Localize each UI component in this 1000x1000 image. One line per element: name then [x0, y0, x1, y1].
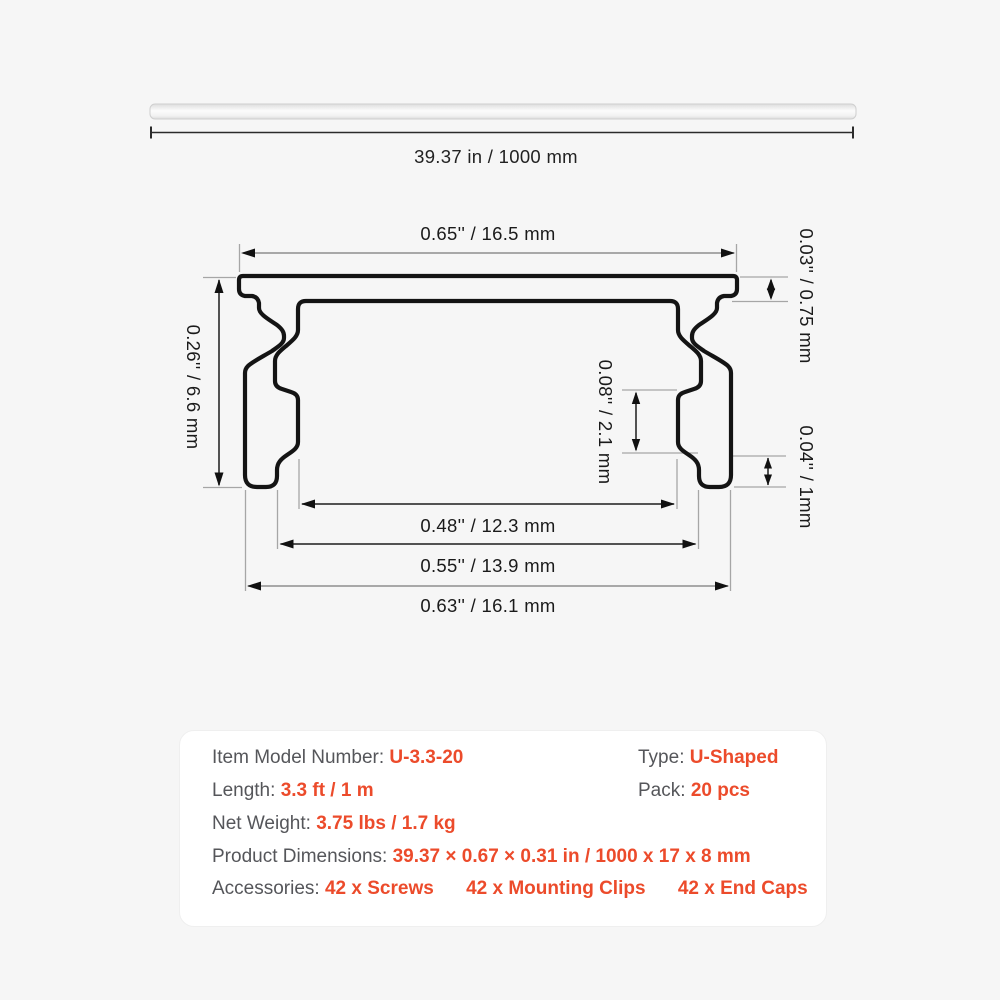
foot-height-label: 0.04'' / 1mm [796, 425, 817, 528]
spec-row-accessories: Accessories: 42 x Screws 42 x Mounting C… [212, 877, 808, 901]
inner-width-label: 0.48'' / 12.3 mm [420, 515, 555, 536]
plate-thickness-label: 0.03'' / 0.75 mm [796, 228, 817, 363]
pack-value: 20 pcs [690, 780, 750, 801]
side-height-label: 0.26'' / 6.6 mm [183, 325, 204, 450]
spec-row-dimensions: Product Dimensions: 39.37 × 0.67 × 0.31 … [212, 845, 751, 869]
spec-row-pack: Pack: 20 pcs [638, 779, 750, 803]
spec-row-type: Type: U-Shaped [638, 746, 778, 770]
spec-row-weight: Net Weight: 3.75 lbs / 1.7 kg [212, 812, 456, 836]
dimensions-label: Product Dimensions: [212, 846, 388, 867]
model-value: U-3.3-20 [389, 747, 464, 768]
tab-height-dimension [631, 391, 641, 452]
spec-card: Item Model Number: U-3.3-20 Length: 3.3 … [179, 730, 827, 927]
pack-label: Pack: [638, 780, 686, 801]
model-label: Item Model Number: [212, 747, 385, 768]
side-height-dimension [214, 279, 224, 487]
mid-width-label: 0.55'' / 13.9 mm [420, 555, 555, 576]
plate-thickness-dimension [766, 278, 776, 300]
spec-row-length: Length: 3.3 ft / 1 m [212, 779, 374, 803]
mid-width-dimension [279, 539, 697, 549]
accessory-mounting-clips: 42 x Mounting Clips [466, 878, 646, 899]
extension-lines [203, 244, 788, 591]
length-label: Length: [212, 780, 276, 801]
bottom-width-label: 0.63'' / 16.1 mm [420, 595, 555, 616]
dimensions-value: 39.37 × 0.67 × 0.31 in / 1000 x 17 x 8 m… [392, 846, 751, 867]
weight-label: Net Weight: [212, 813, 311, 834]
accessories-label: Accessories: [212, 878, 320, 899]
channel-bar-side-view [149, 103, 857, 120]
u-channel-cross-section [236, 273, 740, 490]
foot-height-dimension [764, 457, 772, 486]
overall-length-dimension [150, 126, 854, 139]
length-value: 3.3 ft / 1 m [280, 780, 374, 801]
tab-height-label: 0.08'' / 2.1 mm [595, 360, 616, 485]
accessory-screws: 42 x Screws [324, 878, 434, 899]
diagram-svg: 39.37 in / 1000 mm 0.65'' / 16.5 mm [149, 103, 857, 616]
spec-row-model: Item Model Number: U-3.3-20 [212, 746, 463, 770]
top-width-dimension [241, 248, 735, 258]
inner-width-dimension [301, 499, 675, 509]
overall-length-label: 39.37 in / 1000 mm [414, 146, 578, 167]
bottom-width-dimension [247, 581, 729, 591]
top-width-label: 0.65'' / 16.5 mm [420, 223, 555, 244]
type-value: U-Shaped [689, 747, 779, 768]
type-label: Type: [638, 747, 685, 768]
accessory-end-caps: 42 x End Caps [677, 878, 808, 899]
weight-value: 3.75 lbs / 1.7 kg [316, 813, 456, 834]
